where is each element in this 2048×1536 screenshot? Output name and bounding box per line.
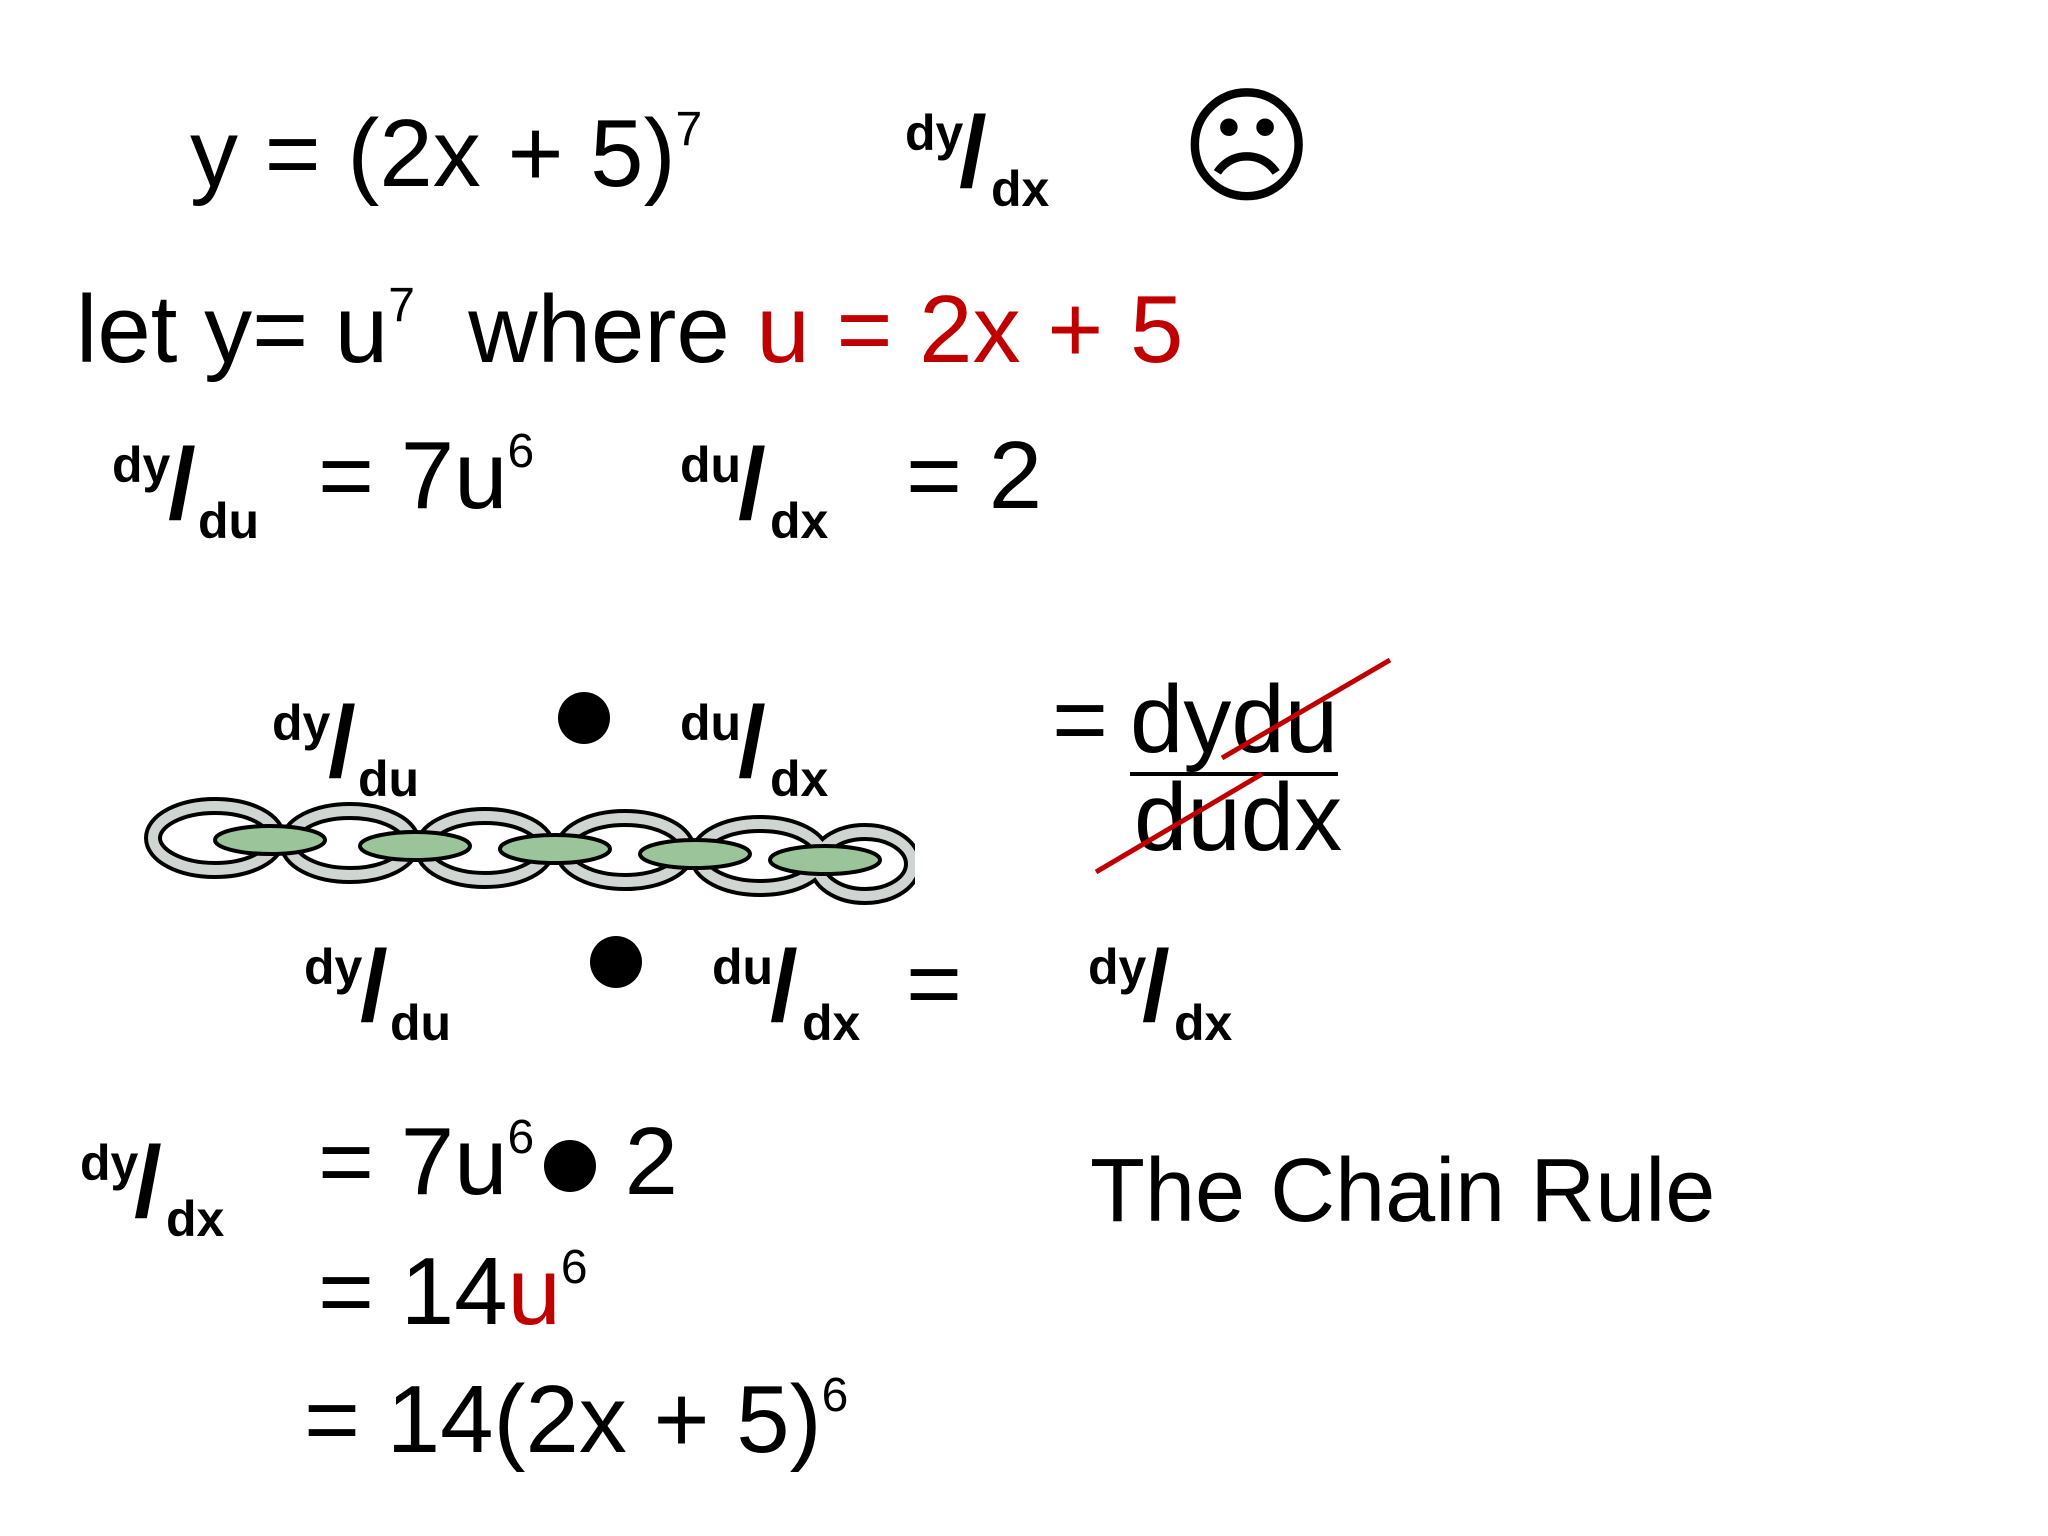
derivative-dy-du-value: = 7u6	[318, 422, 535, 529]
multiply-dot	[558, 692, 610, 744]
result-line-1-factor: 2	[598, 1108, 679, 1215]
result-line-2: = 14u6	[318, 1238, 588, 1345]
chain-links-icon	[144, 797, 915, 905]
multiply-dot	[590, 936, 642, 988]
strike-line-top	[1220, 657, 1392, 761]
result-line-3: = 14(2x + 5)6	[304, 1366, 849, 1473]
chain-rule-equals: =	[906, 930, 963, 1037]
substitution-line: let y= u7 where u = 2x + 5	[76, 276, 1184, 383]
frowning-face-icon: ☹	[1180, 76, 1314, 219]
cancel-equals: =	[1052, 666, 1109, 773]
slide-caption: The Chain Rule	[1090, 1141, 1716, 1241]
equation-y-definition: y = (2x + 5)7	[190, 100, 703, 207]
derivative-du-dx-value: = 2	[906, 422, 1043, 529]
multiply-dot	[544, 1140, 596, 1192]
result-line-1: = 7u6	[318, 1108, 535, 1215]
strike-line-bottom	[1094, 771, 1264, 875]
